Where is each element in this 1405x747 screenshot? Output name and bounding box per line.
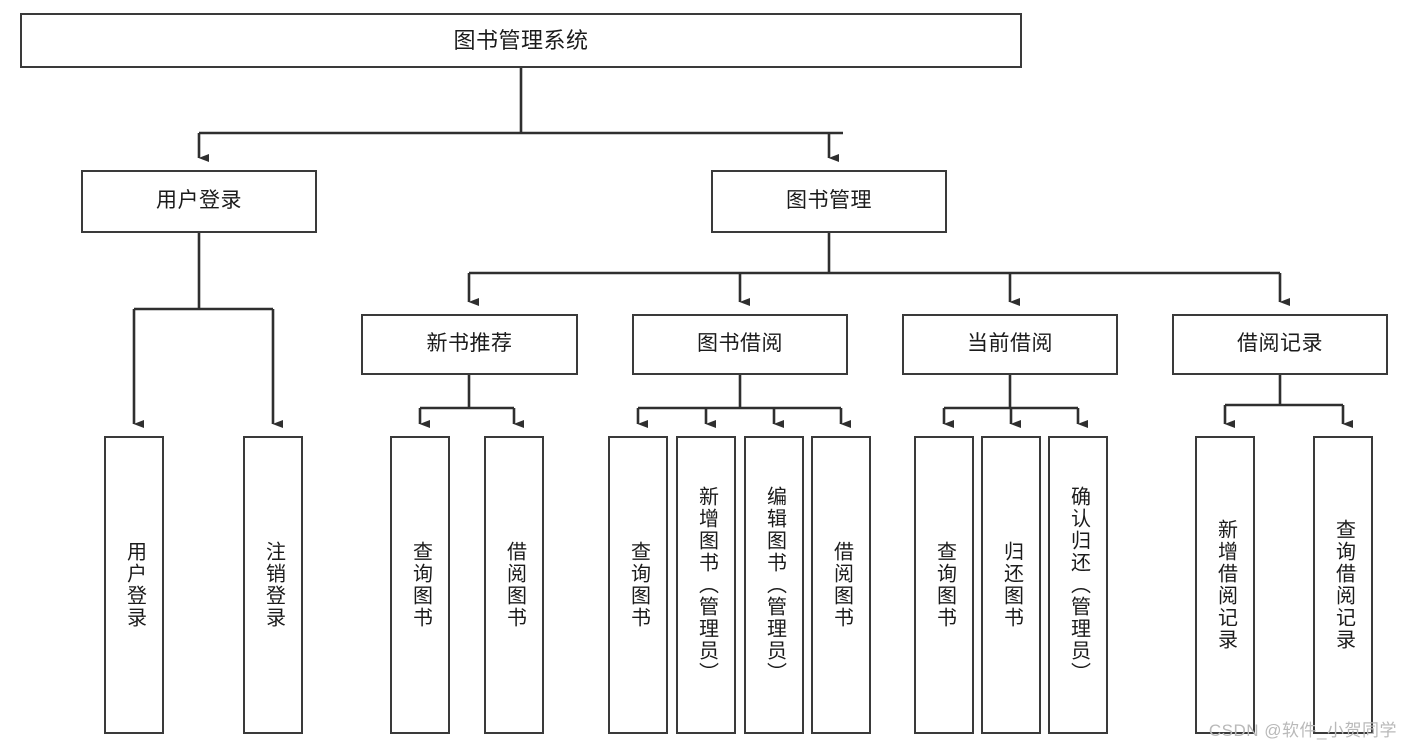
node-root-label: 图书管理系统 [453, 27, 589, 53]
leaf-borrow-book-label: 借阅图书 [830, 541, 853, 629]
node-book-borrow-label: 图书借阅 [697, 332, 783, 356]
leaf-user-login[interactable]: 用户登录 [104, 436, 164, 734]
leaf-add-book-admin[interactable]: 新增图书（管理员） [676, 436, 736, 734]
leaf-query-book-current[interactable]: 查询图书 [914, 436, 974, 734]
node-user-login[interactable]: 用户登录 [81, 170, 317, 233]
node-new-book-recommend[interactable]: 新书推荐 [361, 314, 578, 375]
node-book-borrow[interactable]: 图书借阅 [632, 314, 848, 375]
leaf-add-book-admin-label: 新增图书（管理员） [695, 486, 718, 684]
leaf-borrow-book-newbook-label: 借阅图书 [503, 541, 526, 629]
node-borrow-record[interactable]: 借阅记录 [1172, 314, 1388, 375]
node-root[interactable]: 图书管理系统 [20, 13, 1022, 68]
leaf-confirm-return-admin[interactable]: 确认归还（管理员） [1048, 436, 1108, 734]
node-book-management-label: 图书管理 [786, 189, 872, 213]
leaf-user-login-label: 用户登录 [123, 541, 146, 629]
node-book-management[interactable]: 图书管理 [711, 170, 947, 233]
leaf-logout[interactable]: 注销登录 [243, 436, 303, 734]
leaf-query-book-newbook[interactable]: 查询图书 [390, 436, 450, 734]
leaf-query-book-newbook-label: 查询图书 [409, 541, 432, 629]
node-user-login-label: 用户登录 [156, 189, 242, 213]
leaf-add-borrow-record[interactable]: 新增借阅记录 [1195, 436, 1255, 734]
leaf-return-book[interactable]: 归还图书 [981, 436, 1041, 734]
leaf-edit-book-admin[interactable]: 编辑图书（管理员） [744, 436, 804, 734]
node-new-book-recommend-label: 新书推荐 [426, 332, 513, 356]
node-borrow-record-label: 借阅记录 [1237, 332, 1323, 356]
leaf-borrow-book[interactable]: 借阅图书 [811, 436, 871, 734]
leaf-edit-book-admin-label: 编辑图书（管理员） [763, 486, 786, 684]
leaf-borrow-book-newbook[interactable]: 借阅图书 [484, 436, 544, 734]
leaf-add-borrow-record-label: 新增借阅记录 [1214, 519, 1237, 651]
leaf-query-book-borrow-label: 查询图书 [627, 541, 650, 629]
leaf-logout-label: 注销登录 [262, 541, 285, 629]
leaf-confirm-return-admin-label: 确认归还（管理员） [1067, 486, 1090, 684]
leaf-query-book-current-label: 查询图书 [933, 541, 956, 629]
node-current-borrow[interactable]: 当前借阅 [902, 314, 1118, 375]
leaf-query-borrow-record[interactable]: 查询借阅记录 [1313, 436, 1373, 734]
node-current-borrow-label: 当前借阅 [967, 332, 1053, 356]
watermark-text: CSDN @软件_小贺同学 [1208, 721, 1397, 740]
leaf-query-borrow-record-label: 查询借阅记录 [1332, 519, 1355, 651]
leaf-query-book-borrow[interactable]: 查询图书 [608, 436, 668, 734]
leaf-return-book-label: 归还图书 [1000, 541, 1023, 629]
